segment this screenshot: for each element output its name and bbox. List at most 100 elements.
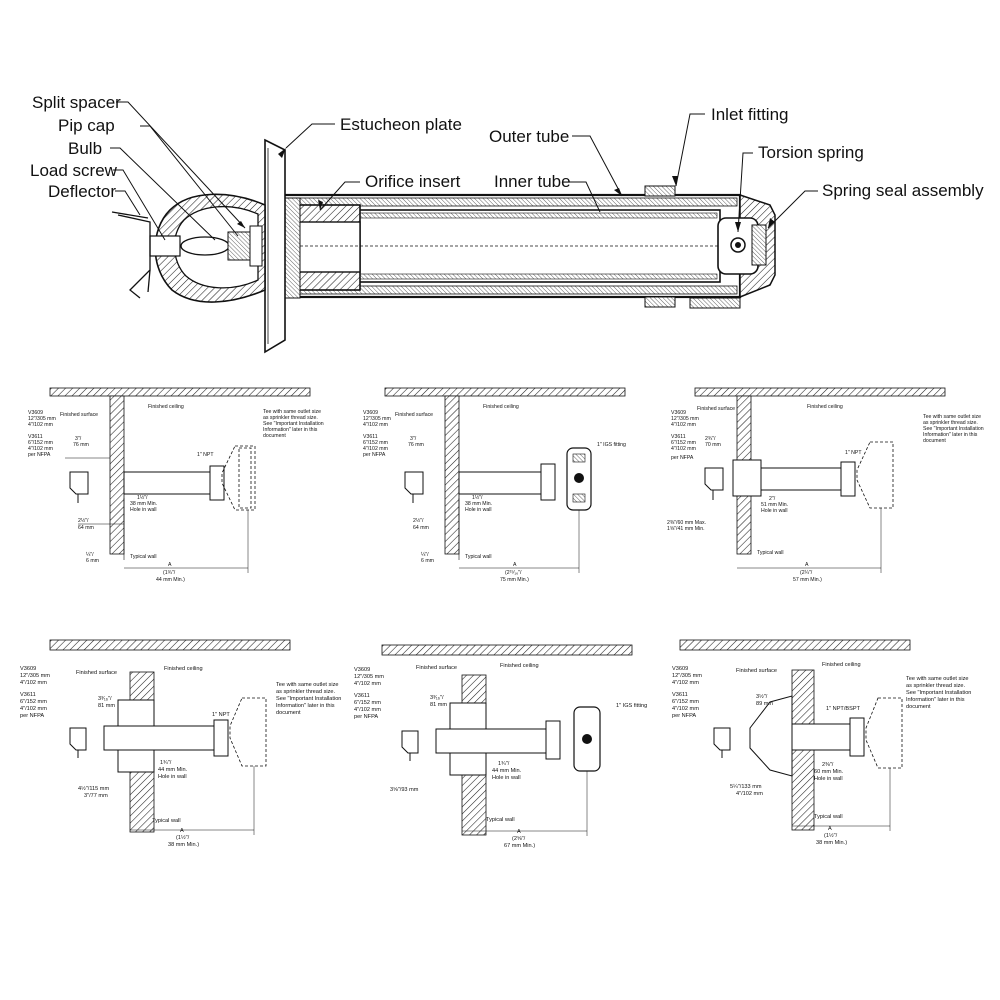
label-leaders	[110, 101, 818, 241]
hole-note: Hole in wall	[465, 507, 492, 513]
label-deflector: Deflector	[48, 182, 116, 201]
v3611-b: 4"/102 mm	[28, 446, 53, 452]
a-value: (2¼"/	[800, 570, 813, 576]
hole-dim: 1½"/	[137, 494, 148, 501]
tee-note-1: Tee with same outlet size	[906, 676, 969, 682]
v3611-b: 4"/102 mm	[354, 707, 381, 713]
dim-top: 3³⁄₁₆"/	[98, 696, 112, 702]
v3609-label: V3609	[20, 666, 36, 672]
v3611-a: 6"/152 mm	[671, 440, 696, 446]
fitting-label: 1" IGS fitting	[597, 442, 626, 448]
v3611-b: 4"/102 mm	[672, 706, 699, 712]
install-panel-4: V3609 12"/305 mm 4"/102 mm V3611 6"/152 …	[20, 639, 341, 848]
v3609-a: 12"/305 mm	[671, 416, 699, 422]
typical-wall-label: Typical wall	[486, 817, 515, 823]
tee-note-2: as sprinkler thread size.	[923, 420, 978, 426]
dim-bottom: 2½"/	[413, 517, 424, 524]
v3611-b: 4"/102 mm	[671, 446, 696, 452]
hole-dim: 1¾"/	[498, 761, 510, 767]
tee-note-1: Tee with same outlet size	[923, 414, 981, 420]
hole-dim: 2"/	[769, 496, 776, 502]
fitting-label: 1" NPT	[197, 452, 214, 458]
v3609-label: V3609	[672, 666, 688, 672]
dim-top: 3"/	[410, 436, 417, 442]
dim-small-mm: 6 mm	[421, 558, 434, 564]
label-outer-tube: Outer tube	[489, 127, 569, 146]
v3611-b: 4"/102 mm	[20, 706, 47, 712]
a-value: (1½"/	[176, 834, 190, 841]
tee-note-5: document	[906, 704, 931, 710]
v3611-a: 6"/152 mm	[363, 440, 388, 446]
v3611-a: 6"/152 mm	[672, 699, 699, 705]
v3611-label: V3611	[354, 693, 370, 699]
hole-dim-mm: 60 mm Min.	[814, 769, 844, 775]
install-panel-2: V3609 12"/305 mm 4"/102 mm V3611 6"/152 …	[363, 387, 626, 583]
a-value-mm: 75 mm Min.)	[500, 577, 529, 583]
a-label: A	[517, 829, 521, 835]
typical-wall-label: Typical wall	[152, 818, 181, 824]
fitting-label: 1" NPT	[845, 450, 862, 456]
dim-bottom: 5¼"/133 mm	[730, 784, 762, 790]
dim-bottom: 4½"/115 mm	[78, 785, 109, 792]
hole-note: Hole in wall	[761, 508, 788, 514]
nfpa-label: per NFPA	[28, 452, 51, 458]
label-escutcheon-plate: Estucheon plate	[340, 115, 462, 134]
label-bulb: Bulb	[68, 139, 102, 158]
nfpa-label: per NFPA	[672, 713, 696, 719]
dim-small: ¼"/	[86, 552, 94, 558]
v3609-label: V3609	[363, 410, 378, 416]
escutcheon-plate-body	[264, 138, 286, 354]
a-label: A	[805, 562, 809, 568]
dim-small-mm: 6 mm	[86, 558, 99, 564]
tee-note-4: Information" later in this	[906, 697, 965, 703]
dim-bottom-mm: 64 mm	[78, 525, 94, 531]
v3611-label: V3611	[671, 434, 686, 440]
v3609-a: 12"/305 mm	[672, 673, 702, 679]
label-spring-seal-assembly: Spring seal assembly	[822, 181, 984, 200]
tee-note-5: document	[263, 433, 286, 439]
dim-bottom: 2⅜"/60 mm Max.	[667, 520, 706, 526]
label-load-screw: Load screw	[30, 161, 118, 180]
v3609-b: 4"/102 mm	[671, 422, 696, 428]
install-panel-3: V3609 12"/305 mm 4"/102 mm V3611 6"/152 …	[667, 387, 984, 583]
a-value-mm: 57 mm Min.)	[793, 577, 822, 583]
inlet-fitting-body	[644, 185, 776, 309]
nfpa-label: per NFPA	[354, 714, 378, 720]
dim-top-mm: 89 mm	[756, 701, 773, 707]
finished-surface-label: Finished surface	[76, 670, 117, 676]
dim-top-mm: 81 mm	[430, 702, 447, 708]
v3609-b: 4"/102 mm	[28, 422, 53, 428]
dim-top-mm: 76 mm	[73, 442, 89, 448]
label-inner-tube: Inner tube	[494, 172, 571, 191]
typical-wall-label: Typical wall	[465, 554, 492, 560]
hole-note: Hole in wall	[130, 507, 157, 513]
label-torsion-spring: Torsion spring	[758, 143, 864, 162]
tee-note-2: as sprinkler thread size.	[906, 683, 966, 689]
tee-note-3: See "Important Installation	[923, 426, 984, 432]
fitting-label: 1" IGS fitting	[616, 703, 647, 709]
tee-note-1: Tee with same outlet size	[263, 409, 321, 415]
a-value: (1¾"/	[163, 570, 176, 576]
dim-bottom-mm: 64 mm	[413, 525, 429, 531]
dim-top-mm: 81 mm	[98, 703, 115, 709]
tee-note-3: See "Important Installation	[906, 690, 971, 696]
v3609-label: V3609	[671, 410, 686, 416]
v3611-a: 6"/152 mm	[20, 699, 47, 705]
finished-ceiling-label: Finished ceiling	[164, 666, 203, 672]
sprinkler-head-body	[111, 193, 266, 303]
tee-note-4: Information" later in this	[276, 703, 335, 709]
hole-dim-mm: 38 mm Min.	[130, 501, 157, 507]
install-panel-1: V3609 12"/305 mm 4"/102 mm V3611 6"/152 …	[28, 387, 324, 583]
finished-surface-label: Finished surface	[416, 665, 457, 671]
tee-note-3: See "Important Installation	[263, 421, 324, 427]
v3609-a: 12"/305 mm	[28, 416, 56, 422]
a-label: A	[168, 562, 172, 568]
fitting-label: 1" NPT/BSPT	[826, 706, 861, 712]
hole-note: Hole in wall	[158, 774, 187, 780]
tee-note-2: as sprinkler thread size.	[276, 689, 336, 695]
finished-ceiling-label: Finished ceiling	[807, 404, 843, 410]
dim-bottom-mm: 4"/102 mm	[736, 791, 763, 797]
v3611-a: 6"/152 mm	[354, 700, 381, 706]
finished-surface-label: Finished surface	[395, 412, 433, 418]
